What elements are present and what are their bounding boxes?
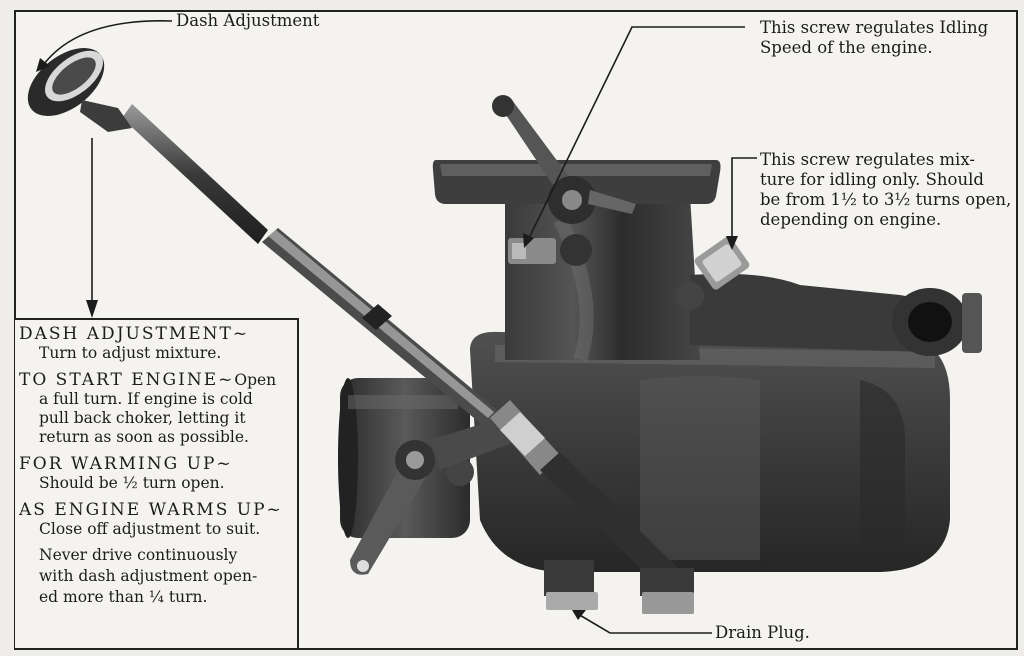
throttle-lever — [492, 95, 636, 224]
callout-line: Speed of the engine. — [760, 38, 933, 57]
arrow-idle-screw — [523, 233, 534, 248]
instruction-body: Should be ½ turn open. — [39, 474, 225, 492]
instruction-to-start-engine: TO START ENGINE~Open a full turn. If eng… — [19, 370, 291, 447]
instruction-body: Close off adjustment to suit. — [39, 520, 261, 538]
note-line: with dash adjustment open- — [39, 567, 258, 585]
instruction-body: a full turn. If engine is cold — [39, 390, 253, 408]
dash-adjustment-rod — [122, 104, 680, 588]
instruction-as-engine-warms-up: AS ENGINE WARMS UP~ Close off adjustment… — [19, 500, 291, 539]
instruction-body: return as soon as possible. — [39, 428, 249, 446]
drain-plugs — [544, 560, 694, 614]
callout-drain-plug: Drain Plug. — [715, 623, 810, 642]
note-line: ed more than ¼ turn. — [39, 588, 208, 606]
instruction-heading: FOR WARMING UP~ — [19, 454, 233, 474]
idle-speed-screw — [508, 234, 592, 266]
callout-line: be from 1½ to 3½ turns open, — [760, 190, 1012, 209]
arrow-heads — [36, 58, 738, 620]
callout-line: ture for idling only. Should — [760, 170, 984, 189]
arrow-dash-knob — [36, 58, 50, 72]
dash-knob — [27, 48, 132, 132]
callout-idle-mixture: This screw regulates mix- ture for idlin… — [760, 150, 1011, 230]
note-line: Never drive continuously — [39, 546, 238, 564]
leader-idle-mixture — [731, 157, 757, 238]
callout-line: This screw regulates Idling — [760, 18, 989, 37]
instruction-heading: AS ENGINE WARMS UP~ — [19, 500, 283, 520]
arrow-dash-box — [86, 300, 98, 318]
instruction-note: Never drive continuously with dash adjus… — [19, 546, 291, 607]
arrow-drain — [572, 610, 586, 620]
idle-mixture-screw — [676, 236, 750, 310]
instruction-heading: TO START ENGINE~Open — [19, 370, 277, 390]
instruction-body: pull back choker, letting it — [39, 409, 246, 427]
instruction-heading: DASH ADJUSTMENT~ — [19, 324, 250, 344]
callout-line: This screw regulates mix- — [760, 150, 975, 169]
callout-line: depending on engine. — [760, 210, 942, 229]
leader-dash-top — [43, 20, 173, 65]
callout-idle-speed: This screw regulates Idling Speed of the… — [760, 18, 988, 58]
carburetor-throat — [505, 195, 935, 363]
instruction-panel: DASH ADJUSTMENT~ Turn to adjust mixture.… — [15, 318, 299, 648]
float-bowl — [470, 331, 950, 572]
instruction-for-warming-up: FOR WARMING UP~ Should be ½ turn open. — [19, 454, 291, 493]
leader-lines — [43, 20, 757, 634]
instruction-dash-adjustment: DASH ADJUSTMENT~ Turn to adjust mixture. — [19, 324, 291, 363]
fuel-inlet-fitting — [892, 288, 982, 356]
arrow-mix-screw — [726, 236, 738, 250]
leader-idle-speed — [529, 26, 745, 237]
choke-lever — [350, 415, 520, 575]
instruction-body: Turn to adjust mixture. — [39, 344, 222, 362]
callout-dash-adjustment: Dash Adjustment — [176, 11, 320, 30]
leader-drain-plug — [577, 613, 712, 634]
